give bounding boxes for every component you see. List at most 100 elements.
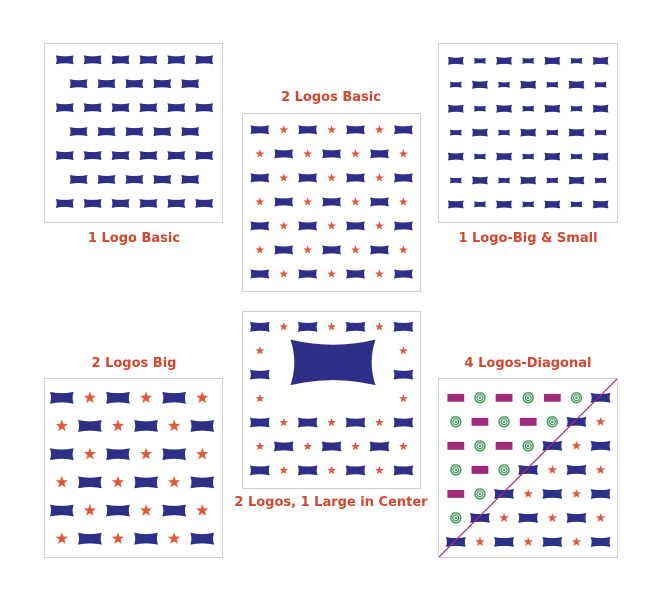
star-icon — [279, 322, 289, 331]
logo-icon — [566, 416, 587, 427]
logo-icon — [447, 104, 464, 113]
pattern-two-logos-large-center — [249, 321, 414, 476]
logo-icon — [346, 173, 365, 183]
pattern-four-logos-diagonal — [439, 379, 617, 557]
logo-icon — [134, 420, 158, 432]
logo-icon — [393, 321, 414, 332]
logo-icon — [97, 127, 116, 137]
logo-icon — [542, 488, 563, 499]
logo-icon — [190, 476, 215, 489]
logo-icon — [345, 321, 366, 332]
star-icon — [327, 173, 336, 182]
star-icon — [571, 537, 582, 546]
logo-icon — [297, 321, 318, 332]
logo-icon — [498, 129, 511, 136]
logo-icon — [83, 55, 102, 65]
logo-icon — [274, 197, 294, 207]
logo-icon — [594, 129, 607, 136]
star-icon — [327, 322, 336, 331]
caption-one-logo-big-small: 1 Logo-Big & Small — [458, 231, 598, 246]
logo-icon — [393, 173, 413, 183]
logo-icon — [544, 56, 561, 65]
logo-icon — [494, 537, 514, 547]
logo-icon — [298, 221, 318, 231]
star-icon — [327, 221, 336, 230]
logo-icon — [592, 200, 609, 209]
logo-icon — [518, 512, 539, 523]
panel-two-logos-large-center — [242, 311, 421, 489]
logo-icon — [195, 55, 214, 65]
caption-four-logos-diagonal: 4 Logos-Diagonal — [464, 356, 592, 371]
target-logo-icon — [546, 416, 558, 428]
star-icon — [595, 416, 606, 426]
logo-icon — [496, 56, 512, 65]
logo-icon — [590, 440, 611, 451]
panel-four-logos-diagonal — [438, 378, 618, 558]
target-logo-icon — [522, 440, 534, 452]
logo-icon — [297, 465, 318, 476]
star-icon — [279, 417, 289, 427]
star-icon — [327, 417, 336, 427]
logo-icon — [570, 153, 583, 160]
target-logo-icon — [450, 464, 462, 476]
logo-icon — [474, 153, 486, 160]
logo-icon — [181, 79, 200, 89]
star-icon — [255, 149, 265, 158]
pattern-two-logos-big — [49, 391, 215, 545]
logo-icon — [449, 129, 462, 136]
star-icon — [55, 419, 68, 432]
caption-one-logo-basic: 1 Logo Basic — [87, 231, 181, 246]
caption-two-logos-big: 2 Logos Big — [91, 356, 177, 371]
target-logo-icon — [498, 416, 510, 428]
logo-icon — [594, 177, 607, 184]
logo-icon — [518, 464, 539, 475]
star-icon — [351, 149, 360, 158]
logo-icon — [83, 103, 102, 113]
star-icon — [83, 504, 97, 516]
panel-two-logos-big — [44, 378, 223, 558]
pattern-one-logo-basic — [55, 55, 214, 208]
logo-icon — [568, 80, 585, 89]
star-icon — [399, 394, 408, 403]
logo-icon — [78, 476, 102, 489]
logo-icon — [83, 198, 102, 208]
logo-icon — [111, 198, 130, 208]
logo-icon — [370, 197, 389, 207]
logo-icon — [97, 79, 116, 89]
star-icon — [255, 394, 265, 403]
star-icon — [399, 149, 408, 158]
logo-icon — [167, 151, 186, 160]
star-icon — [111, 475, 125, 488]
star-icon — [571, 488, 582, 498]
logo-icon — [125, 79, 144, 89]
logo-icon — [449, 81, 462, 88]
rectangle-logo-icon — [447, 393, 465, 402]
logo-icon — [494, 488, 514, 499]
target-logo-icon — [474, 440, 486, 452]
logo-icon — [321, 441, 342, 452]
logo-icon — [78, 532, 102, 545]
logo-icon — [134, 476, 158, 489]
logo-icon — [496, 104, 512, 113]
star-icon — [279, 173, 289, 182]
logo-icon — [249, 321, 270, 332]
logo-icon — [474, 57, 486, 64]
logo-icon — [522, 57, 535, 64]
logo-icon — [274, 245, 294, 255]
star-icon — [327, 465, 336, 475]
logo-icon — [570, 201, 583, 208]
logo-icon — [250, 125, 270, 135]
logo-icon — [566, 464, 587, 475]
logo-icon — [190, 420, 215, 432]
logo-icon — [162, 504, 187, 517]
logo-icon — [345, 417, 366, 428]
rectangle-logo-icon — [471, 465, 489, 474]
star-icon — [83, 391, 97, 403]
logo-icon — [542, 440, 563, 451]
logo-icon — [139, 55, 158, 65]
star-icon — [375, 269, 384, 278]
star-icon — [523, 488, 533, 498]
logo-icon — [496, 152, 512, 161]
logo-icon — [290, 339, 376, 386]
logo-icon — [544, 104, 561, 113]
